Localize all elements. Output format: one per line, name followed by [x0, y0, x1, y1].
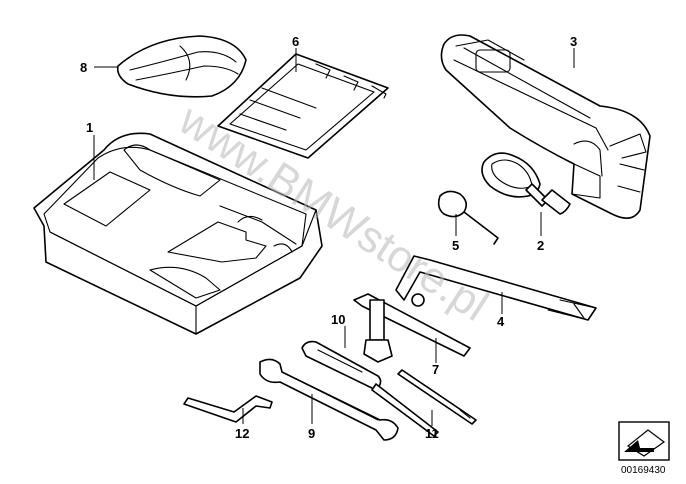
callout-2: 2	[537, 238, 544, 253]
part-12-allen-key[interactable]	[183, 395, 273, 423]
part-1-tool-tray[interactable]	[33, 132, 323, 335]
reference-box: 00169430	[618, 421, 670, 476]
part-3-car-jack[interactable]	[440, 34, 651, 219]
arrow-icon	[624, 440, 654, 452]
callout-10: 10	[331, 312, 345, 327]
part-8-tool-pouch[interactable]	[116, 35, 247, 98]
callout-6: 6	[292, 34, 299, 49]
callout-11: 11	[425, 426, 439, 441]
leader-lines	[93, 48, 575, 426]
callout-8: 8	[80, 60, 87, 75]
part-2-jack-crank[interactable]	[481, 152, 571, 215]
callout-5: 5	[452, 238, 459, 253]
part-11-pin-tool[interactable]	[397, 369, 477, 425]
part-10-screwdriver[interactable]	[301, 340, 439, 437]
part-5-towing-hook[interactable]	[437, 190, 499, 245]
part-6-warning-triangle[interactable]	[217, 53, 389, 159]
part-7-wheel-bolt-tool[interactable]	[353, 293, 471, 363]
part-4-lug-wrench[interactable]	[395, 255, 597, 321]
callout-7: 7	[432, 362, 439, 377]
callout-9: 9	[308, 426, 315, 441]
callout-12: 12	[235, 426, 249, 441]
callout-4: 4	[497, 314, 505, 329]
part-9-spanner[interactable]	[259, 358, 399, 441]
callout-3: 3	[570, 34, 577, 49]
callout-1: 1	[86, 120, 93, 135]
callouts: 1 2 3 4 5 6 7 8 9 10 11 12	[80, 34, 577, 441]
document-number: 00169430	[621, 465, 666, 476]
